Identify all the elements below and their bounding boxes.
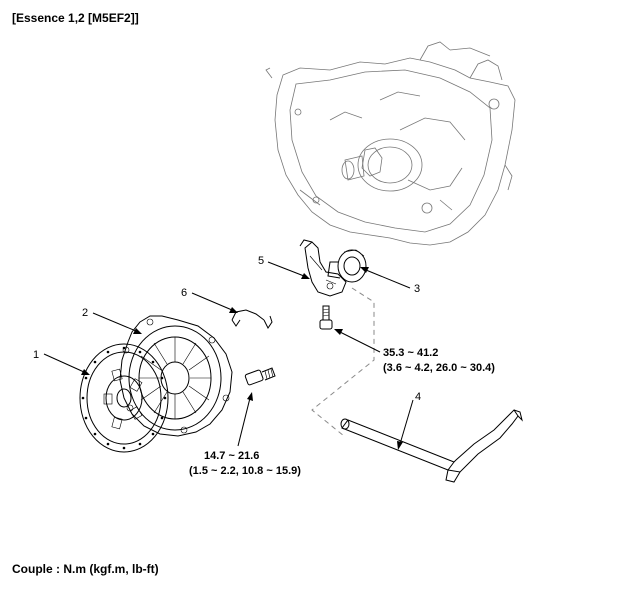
callout-1: 1 <box>33 349 39 361</box>
callout-3: 3 <box>414 283 420 295</box>
callout-5: 5 <box>258 255 264 267</box>
cover-bolt-torque: 14.7 ~ 21.6 <box>204 450 259 462</box>
fork-bolt <box>319 305 333 330</box>
leader-lines <box>43 261 414 450</box>
page-title: [Essence 1,2 [M5EF2]] <box>12 11 139 25</box>
release-shaft <box>340 409 523 483</box>
clutch-disc <box>79 343 169 453</box>
fork-bolt-torque: 35.3 ~ 41.2 <box>383 347 438 359</box>
release-bearing <box>327 249 367 283</box>
callout-4: 4 <box>415 391 421 403</box>
spring-clip <box>231 309 273 329</box>
callout-2: 2 <box>82 307 88 319</box>
fork-bolt-torque-conversion: (3.6 ~ 4.2, 26.0 ~ 30.4) <box>383 362 495 374</box>
callout-6: 6 <box>181 287 187 299</box>
cover-bolt <box>244 367 276 386</box>
cover-bolt-torque-conversion: (1.5 ~ 2.2, 10.8 ~ 15.9) <box>189 465 301 477</box>
release-fork <box>299 239 347 297</box>
torque-unit-note: Couple : N.m (kgf.m, lb-ft) <box>12 562 159 576</box>
clutch-cover <box>119 315 233 437</box>
assembly-guide-line <box>311 287 375 437</box>
transaxle-housing <box>265 41 516 246</box>
